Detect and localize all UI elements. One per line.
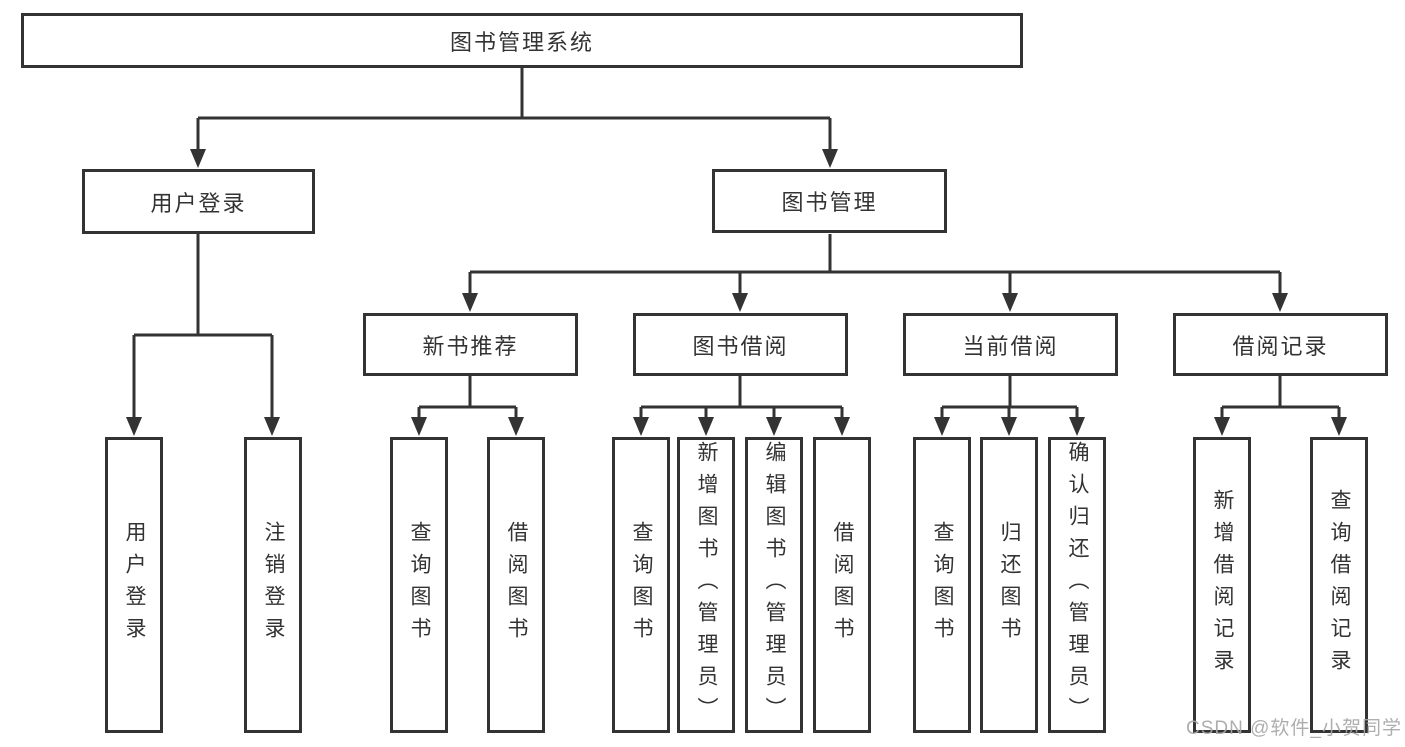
node-book-management: 图书管理: [712, 169, 947, 233]
leaf-user-login: 用户登录: [105, 437, 163, 733]
leaf-current-query-book: 查询图书: [913, 437, 971, 733]
leaf-edit-book-admin: 编辑图书（管理员）: [745, 437, 803, 733]
leaf-borrow-book: 借阅图书: [813, 437, 871, 733]
leaf-recommend-query-book: 查询图书: [390, 437, 448, 733]
leaf-recommend-borrow-book: 借阅图书: [487, 437, 545, 733]
node-current-borrow: 当前借阅: [903, 313, 1118, 376]
node-user-login: 用户登录: [82, 169, 315, 234]
leaf-return-book: 归还图书: [980, 437, 1038, 733]
node-root: 图书管理系统: [21, 13, 1023, 68]
csdn-watermark: CSDN @软件_小贺同学: [1186, 718, 1402, 739]
node-book-borrow: 图书借阅: [633, 313, 848, 376]
node-borrow-records: 借阅记录: [1173, 313, 1388, 376]
leaf-query-borrow-record: 查询借阅记录: [1310, 437, 1368, 733]
leaf-add-book-admin: 新增图书（管理员）: [677, 437, 735, 733]
leaf-borrow-query-book: 查询图书: [612, 437, 670, 733]
leaf-add-borrow-record: 新增借阅记录: [1193, 437, 1251, 733]
node-new-book-recommend: 新书推荐: [363, 313, 578, 376]
leaf-logout: 注销登录: [244, 437, 302, 733]
leaf-confirm-return-admin: 确认归还（管理员）: [1048, 437, 1106, 733]
